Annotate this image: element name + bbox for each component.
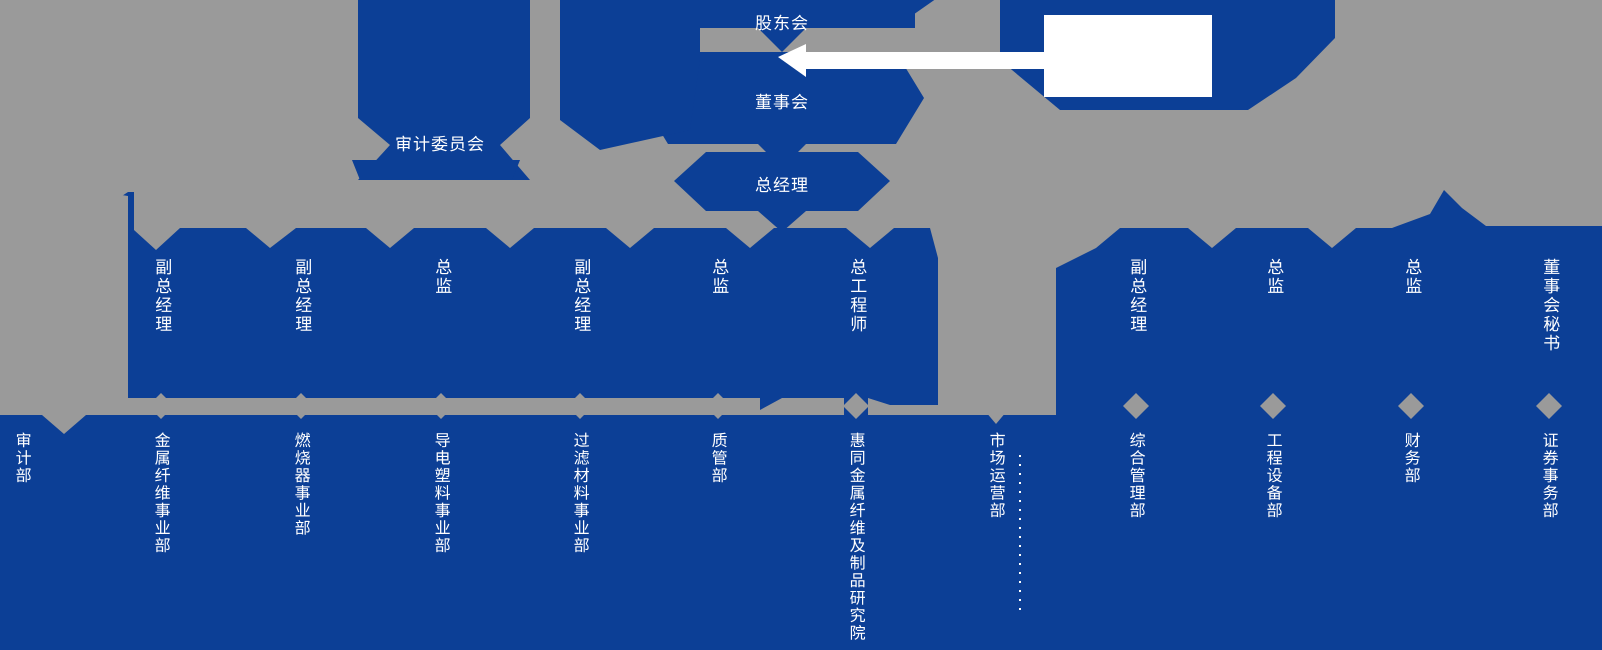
audit-committee-node-shape[interactable] [358, 0, 530, 180]
board-node-shape[interactable] [640, 52, 924, 168]
audit-dept-gray-notch [0, 190, 128, 434]
callout-leader-arrow [778, 44, 1046, 77]
diamond-icon [148, 393, 174, 419]
audit-committee-connector [560, 0, 700, 150]
market-ops-gray-notch [958, 300, 1056, 424]
diamond-icon [428, 393, 454, 419]
diamond-icon [567, 393, 593, 419]
callout-box[interactable] [1044, 15, 1212, 97]
diamond-icon [288, 393, 314, 419]
executive-cluster-left-shape [78, 192, 938, 620]
audit-committee-leg [352, 160, 520, 180]
diamond-icon [1260, 393, 1286, 419]
diamond-icon [1536, 393, 1562, 419]
diamond-connectors [148, 393, 1562, 419]
diamond-icon [1398, 393, 1424, 419]
diamond-icon [705, 393, 731, 419]
diamond-icon [843, 393, 869, 419]
general-manager-node-shape[interactable] [674, 152, 890, 232]
department-band-shape [0, 415, 1602, 650]
diamond-icon [1123, 393, 1149, 419]
